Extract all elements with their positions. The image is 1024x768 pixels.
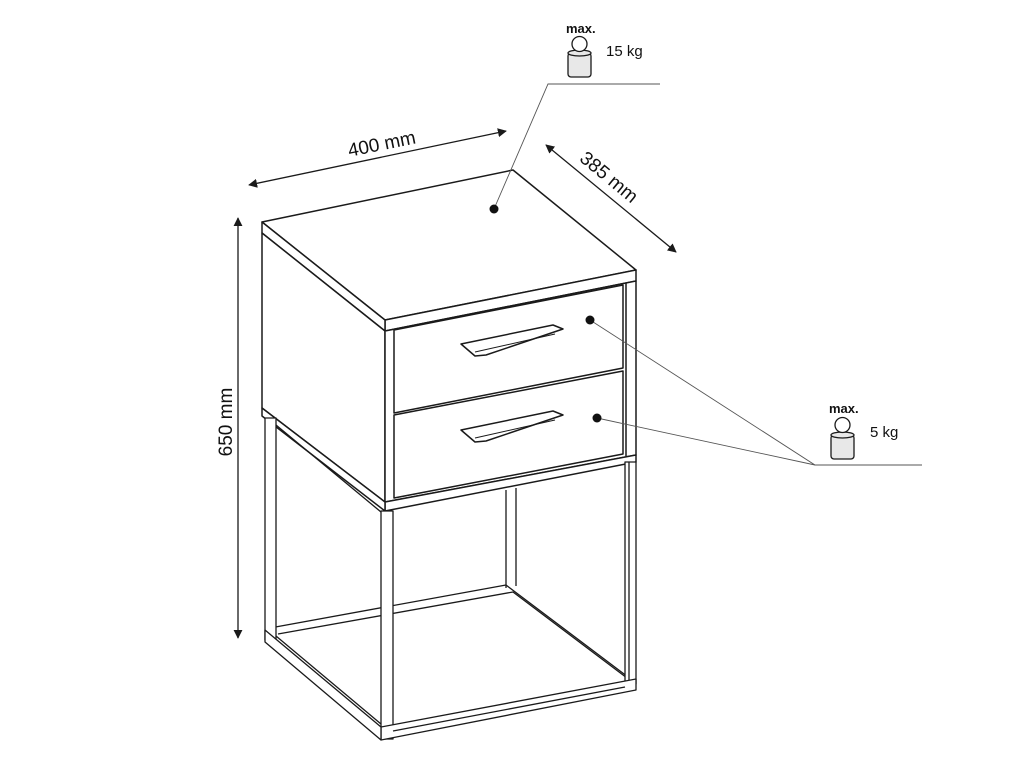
weight-icon [567, 35, 592, 78]
metal-frame [264, 417, 637, 741]
frame-left-leg [264, 417, 277, 641]
load-drawers-max-label: max. [829, 401, 859, 416]
dimension-height: 650 mm [216, 217, 243, 639]
dimension-width: 400 mm [248, 127, 507, 188]
weight-icon [830, 416, 855, 460]
load-callout-drawers: max. 5 kg [585, 315, 922, 466]
dimension-height-label: 650 mm [216, 388, 237, 457]
load-point-upper-drawer [585, 315, 595, 325]
drawer-lower-handle [460, 410, 564, 443]
load-top-max-label: max. [566, 21, 596, 36]
frame-right-leg [624, 461, 637, 685]
drawer-lower-handle-lip [474, 419, 556, 439]
load-callout-top: max. 15 kg [489, 21, 660, 214]
drawer-upper-handle [460, 324, 564, 357]
load-point-top [489, 204, 499, 214]
drawer-lower [393, 370, 624, 499]
frame-front-left-leg [380, 510, 394, 740]
drawer-upper [393, 284, 624, 414]
frame-left-bottom-rail [264, 629, 382, 741]
drawer-upper-front [393, 284, 624, 414]
load-top-weight-label: 15 kg [606, 43, 643, 60]
drawer-upper-handle-lip [474, 333, 556, 353]
load-point-lower-drawer [592, 413, 602, 423]
load-drawers-weight-label: 5 kg [870, 424, 898, 441]
drawer-lower-front [393, 370, 624, 499]
